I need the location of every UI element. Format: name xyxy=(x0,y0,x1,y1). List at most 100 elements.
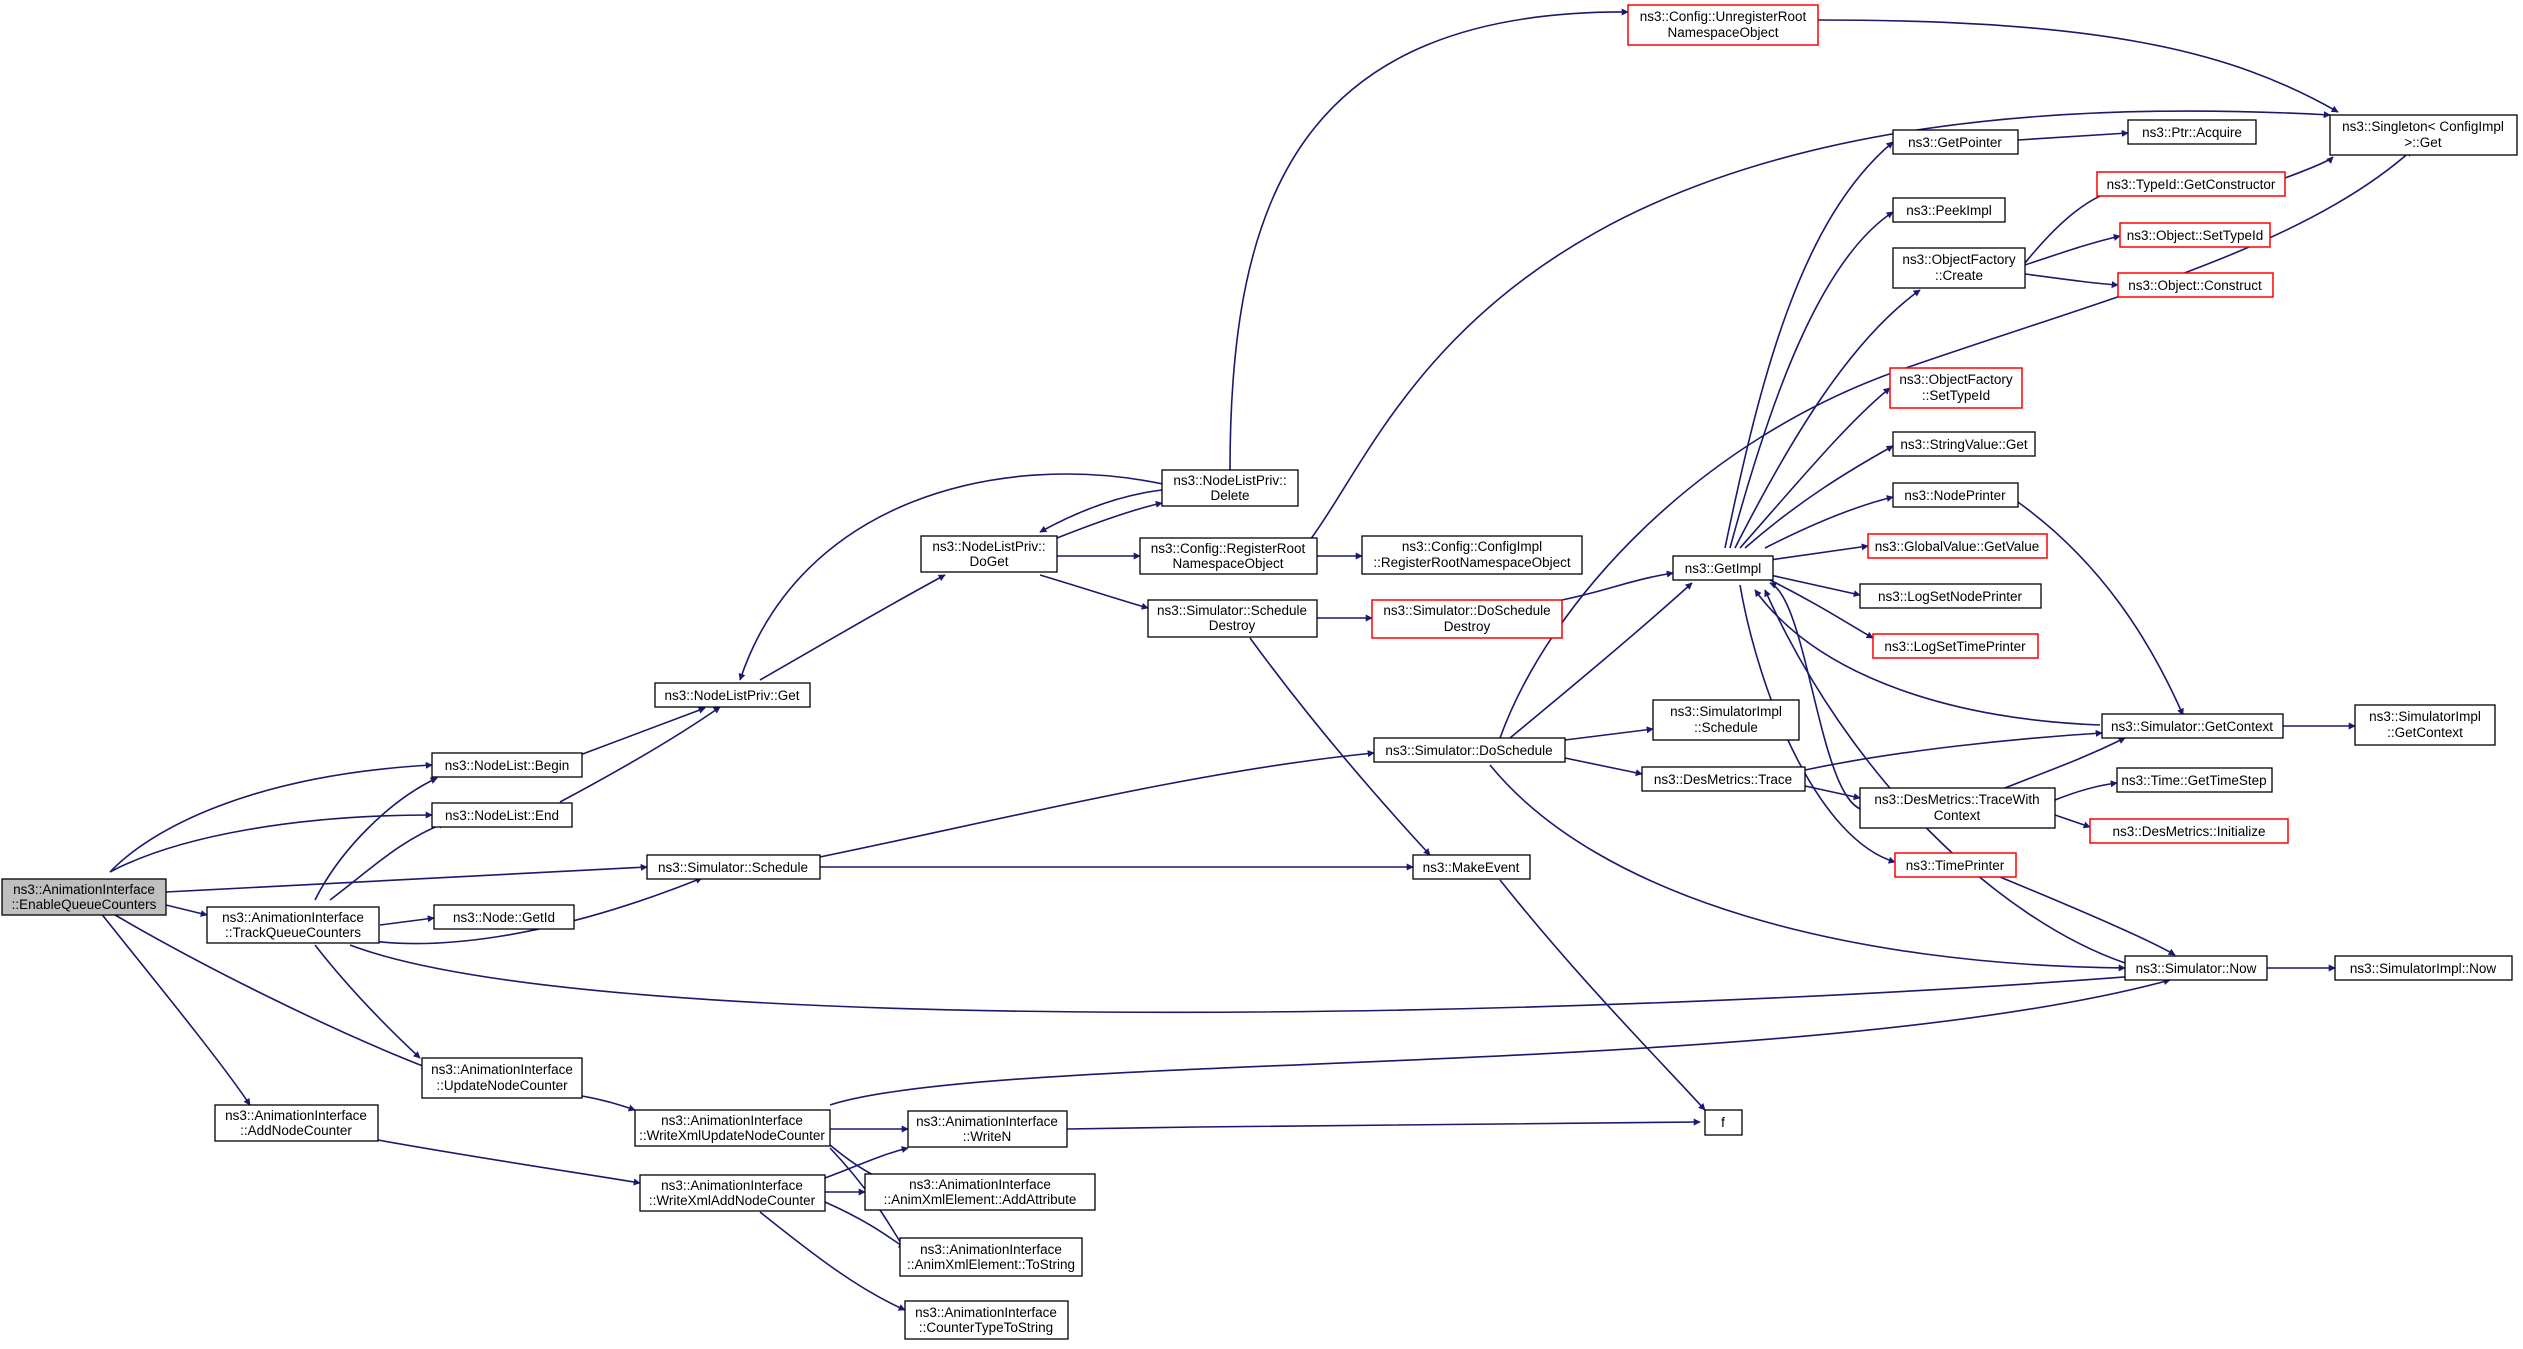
svg-text:ns3::ObjectFactory: ns3::ObjectFactory xyxy=(1899,372,2013,387)
node-nodelistpriv-doget[interactable]: ns3::NodeListPriv:: DoGet xyxy=(920,535,1058,573)
svg-text:Delete: Delete xyxy=(1210,488,1249,503)
svg-text:ns3::DesMetrics::Initialize: ns3::DesMetrics::Initialize xyxy=(2112,824,2265,839)
node-object-construct[interactable]: ns3::Object::Construct xyxy=(2117,272,2274,298)
node-simulator-now[interactable]: ns3::Simulator::Now xyxy=(2124,955,2268,981)
node-log-set-time-printer[interactable]: ns3::LogSetTimePrinter xyxy=(1872,633,2039,659)
svg-text:ns3::GlobalValue::GetValue: ns3::GlobalValue::GetValue xyxy=(1875,539,2040,554)
svg-text:ns3::Simulator::DoSchedule: ns3::Simulator::DoSchedule xyxy=(1385,743,1552,758)
svg-text:::EnableQueueCounters: ::EnableQueueCounters xyxy=(12,897,157,912)
node-singleton-configimpl-get[interactable]: ns3::Singleton< ConfigImpl >::Get xyxy=(2329,114,2518,156)
svg-text:Context: Context xyxy=(1934,808,1981,823)
node-update-node-counter[interactable]: ns3::AnimationInterface ::UpdateNodeCoun… xyxy=(421,1057,583,1099)
node-stringvalue-get[interactable]: ns3::StringValue::Get xyxy=(1892,431,2036,457)
node-enable-queue-counters[interactable]: ns3::AnimationInterface ::EnableQueueCou… xyxy=(1,878,167,916)
svg-text:ns3::AnimationInterface: ns3::AnimationInterface xyxy=(222,910,364,925)
node-counter-type-to-string[interactable]: ns3::AnimationInterface ::CounterTypeToS… xyxy=(904,1300,1069,1340)
node-simulatorimpl-getcontext[interactable]: ns3::SimulatorImpl ::GetContext xyxy=(2354,704,2496,746)
node-simulator-schedule-destroy[interactable]: ns3::Simulator::Schedule Destroy xyxy=(1147,599,1318,638)
node-write-xml-update-node-counter[interactable]: ns3::AnimationInterface ::WriteXmlUpdate… xyxy=(634,1109,831,1147)
node-track-queue-counters[interactable]: ns3::AnimationInterface ::TrackQueueCoun… xyxy=(206,906,380,944)
node-config-register-root[interactable]: ns3::Config::RegisterRoot NamespaceObjec… xyxy=(1139,537,1318,575)
node-desmetrics-tracewithcontext[interactable]: ns3::DesMetrics::TraceWith Context xyxy=(1859,787,2056,829)
node-objectfactory-settypeid[interactable]: ns3::ObjectFactory ::SetTypeId xyxy=(1889,367,2023,409)
edge-getimpl-peekimpl xyxy=(1729,211,1894,549)
edge-getimpl-ofcreate xyxy=(1734,289,1921,549)
svg-text:ns3::Ptr::Acquire: ns3::Ptr::Acquire xyxy=(2142,125,2242,140)
edge-getimpl-gvgetvalue xyxy=(1769,543,1869,561)
node-nodelistpriv-get[interactable]: ns3::NodeListPriv::Get xyxy=(654,682,811,708)
svg-text:ns3::Simulator::Schedule: ns3::Simulator::Schedule xyxy=(658,860,808,875)
svg-text:::UpdateNodeCounter: ::UpdateNodeCounter xyxy=(436,1078,568,1093)
edge-enable-schedule xyxy=(165,863,648,893)
node-make-event[interactable]: ns3::MakeEvent xyxy=(1412,854,1531,880)
svg-text:ns3::NodeList::End: ns3::NodeList::End xyxy=(445,808,559,823)
svg-text:f: f xyxy=(1721,1115,1725,1130)
svg-text:ns3::Node::GetId: ns3::Node::GetId xyxy=(453,910,555,925)
node-time-gettimestep[interactable]: ns3::Time::GetTimeStep xyxy=(2116,767,2273,793)
node-peekimpl[interactable]: ns3::PeekImpl xyxy=(1892,197,2006,223)
svg-text:ns3::Simulator::Schedule: ns3::Simulator::Schedule xyxy=(1157,603,1307,618)
node-object-settypeid[interactable]: ns3::Object::SetTypeId xyxy=(2119,222,2271,248)
edge-track-getid xyxy=(379,915,435,926)
node-config-unregister-root[interactable]: ns3::Config::UnregisterRoot NamespaceObj… xyxy=(1627,4,1819,46)
node-desmetrics-initialize[interactable]: ns3::DesMetrics::Initialize xyxy=(2089,818,2289,844)
node-write-n[interactable]: ns3::AnimationInterface ::WriteN xyxy=(907,1110,1068,1148)
svg-text:ns3::SimulatorImpl: ns3::SimulatorImpl xyxy=(2369,709,2481,724)
node-configimpl-register-root[interactable]: ns3::Config::ConfigImpl ::RegisterRootNa… xyxy=(1361,535,1583,575)
svg-text:ns3::AnimationInterface: ns3::AnimationInterface xyxy=(661,1178,803,1193)
node-nodelist-begin[interactable]: ns3::NodeList::Begin xyxy=(431,752,583,778)
svg-text:DoGet: DoGet xyxy=(969,554,1008,569)
svg-text:ns3::PeekImpl: ns3::PeekImpl xyxy=(1906,203,1992,218)
node-ptr-acquire[interactable]: ns3::Ptr::Acquire xyxy=(2127,119,2257,145)
edge-enable-end xyxy=(109,811,433,873)
svg-text:ns3::AnimationInterface: ns3::AnimationInterface xyxy=(920,1242,1062,1257)
edge-delete-doget xyxy=(1039,489,1163,533)
edge-end-nlpget xyxy=(559,706,721,803)
node-nodelistpriv-delete[interactable]: ns3::NodeListPriv:: Delete xyxy=(1161,469,1299,507)
edge-tidgetctor-singleton xyxy=(2284,156,2334,179)
edge-enable-updnc xyxy=(109,911,429,1069)
edge-getpointer-ptracquire xyxy=(2017,129,2129,141)
edge-doschedule-simimplsch xyxy=(1564,726,1654,741)
edge-doget-schdestroy xyxy=(1039,574,1149,610)
edge-getimpl-getpointer xyxy=(1724,141,1894,549)
node-typeid-getconstructor[interactable]: ns3::TypeId::GetConstructor xyxy=(2096,171,2286,197)
svg-text:ns3::GetPointer: ns3::GetPointer xyxy=(1908,135,2002,150)
node-objectfactory-create[interactable]: ns3::ObjectFactory ::Create xyxy=(1892,247,2026,289)
svg-text:::AddNodeCounter: ::AddNodeCounter xyxy=(240,1123,352,1138)
svg-text:ns3::Object::SetTypeId: ns3::Object::SetTypeId xyxy=(2127,228,2264,243)
node-write-xml-add-node-counter[interactable]: ns3::AnimationInterface ::WriteXmlAddNod… xyxy=(639,1174,826,1212)
node-getpointer[interactable]: ns3::GetPointer xyxy=(1892,129,2019,155)
node-log-set-node-printer[interactable]: ns3::LogSetNodePrinter xyxy=(1859,583,2042,609)
node-desmetrics-trace[interactable]: ns3::DesMetrics::Trace xyxy=(1641,766,1806,792)
svg-text:ns3::MakeEvent: ns3::MakeEvent xyxy=(1423,860,1520,875)
node-nodeprinter[interactable]: ns3::NodePrinter xyxy=(1892,482,2019,508)
node-nodelist-end[interactable]: ns3::NodeList::End xyxy=(431,802,573,828)
node-add-node-counter[interactable]: ns3::AnimationInterface ::AddNodeCounter xyxy=(214,1104,379,1142)
node-getimpl[interactable]: ns3::GetImpl xyxy=(1672,555,1774,581)
edge-getimpl-nodeprinter xyxy=(1764,495,1894,549)
node-simulator-doschedule-destroy[interactable]: ns3::Simulator::DoSchedule Destroy xyxy=(1371,599,1563,639)
node-f[interactable]: f xyxy=(1704,1109,1743,1136)
edge-doschedule-simnow xyxy=(1489,764,2126,972)
node-timeprinter[interactable]: ns3::TimePrinter xyxy=(1894,852,2017,878)
svg-text:ns3::Config::ConfigImpl: ns3::Config::ConfigImpl xyxy=(1402,539,1542,554)
node-simulatorimpl-schedule[interactable]: ns3::SimulatorImpl ::Schedule xyxy=(1652,699,1800,741)
node-simulator-getcontext[interactable]: ns3::Simulator::GetContext xyxy=(2101,713,2284,739)
node-globalvalue-getvalue[interactable]: ns3::GlobalValue::GetValue xyxy=(1867,533,2048,559)
node-anim-xml-to-string[interactable]: ns3::AnimationInterface ::AnimXmlElement… xyxy=(899,1237,1083,1277)
edge-addnc-wxanc xyxy=(377,1139,641,1186)
node-simulatorimpl-now[interactable]: ns3::SimulatorImpl::Now xyxy=(2334,955,2513,981)
svg-text:NamespaceObject: NamespaceObject xyxy=(1172,556,1283,571)
edge-desmtwc-simgetctx xyxy=(1999,737,2126,791)
node-simulator-schedule[interactable]: ns3::Simulator::Schedule xyxy=(646,854,821,880)
node-simulator-doschedule[interactable]: ns3::Simulator::DoSchedule xyxy=(1373,737,1566,763)
svg-text:ns3::StringValue::Get: ns3::StringValue::Get xyxy=(1900,437,2028,452)
edge-writen-f xyxy=(1066,1118,1701,1130)
svg-text:ns3::AnimationInterface: ns3::AnimationInterface xyxy=(915,1305,1057,1320)
svg-text:ns3::DesMetrics::TraceWith: ns3::DesMetrics::TraceWith xyxy=(1874,792,2039,807)
node-anim-xml-add-attribute[interactable]: ns3::AnimationInterface ::AnimXmlElement… xyxy=(864,1173,1096,1211)
edge-getimpl-simnow-rev xyxy=(1764,589,2126,964)
node-node-getid[interactable]: ns3::Node::GetId xyxy=(433,904,575,930)
